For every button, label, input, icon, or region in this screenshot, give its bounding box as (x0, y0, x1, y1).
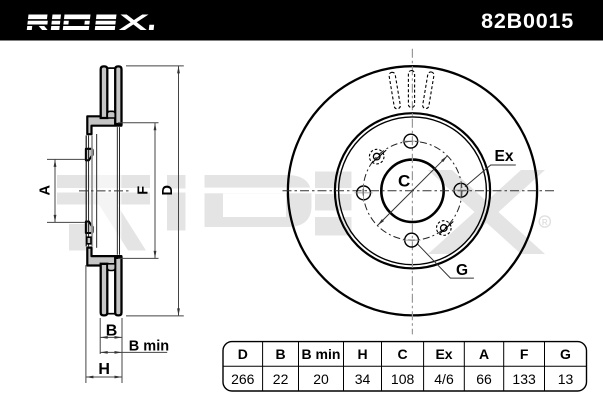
svg-text:13: 13 (558, 371, 574, 387)
svg-text:F: F (136, 186, 152, 195)
svg-text:Ex: Ex (435, 346, 452, 362)
svg-text:F: F (520, 346, 529, 362)
svg-text:C: C (398, 346, 408, 362)
svg-text:82B0015: 82B0015 (481, 9, 574, 33)
svg-text:4/6: 4/6 (434, 371, 454, 387)
svg-text:266: 266 (231, 371, 255, 387)
svg-text:D: D (160, 185, 176, 195)
svg-text:H: H (98, 361, 110, 378)
svg-text:R: R (542, 218, 548, 227)
svg-text:34: 34 (355, 371, 371, 387)
svg-text:20: 20 (313, 371, 329, 387)
svg-text:A: A (479, 346, 489, 362)
svg-text:Ex: Ex (495, 148, 514, 165)
svg-text:B: B (106, 322, 118, 339)
svg-text:B min: B min (129, 339, 169, 355)
svg-text:A: A (37, 184, 53, 195)
svg-text:22: 22 (273, 371, 289, 387)
svg-text:B: B (276, 346, 286, 362)
svg-text:108: 108 (391, 371, 415, 387)
svg-text:G: G (560, 346, 571, 362)
svg-text:H: H (357, 346, 367, 362)
svg-text:D: D (238, 346, 248, 362)
svg-text:B min: B min (302, 346, 341, 362)
svg-text:133: 133 (512, 371, 536, 387)
svg-text:66: 66 (476, 371, 492, 387)
svg-text:G: G (456, 262, 468, 279)
svg-text:C: C (398, 172, 410, 191)
